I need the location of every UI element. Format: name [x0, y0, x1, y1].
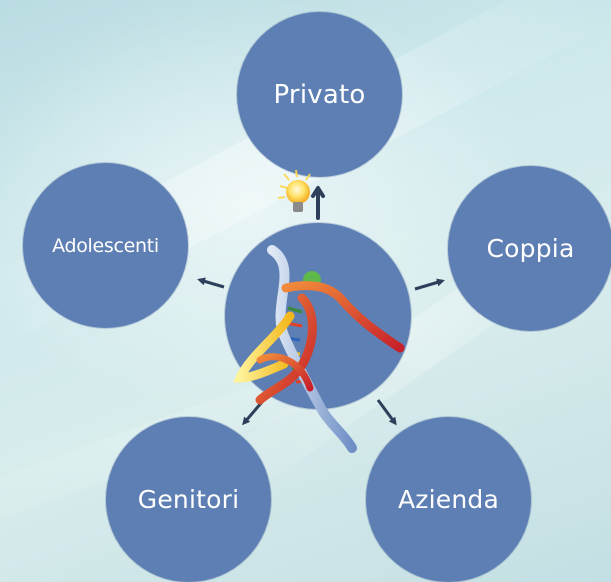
node-adolescenti: Adolescenti — [23, 163, 188, 328]
bulb-rays — [277, 169, 311, 199]
dna-strand-yellow — [233, 311, 295, 383]
bulb-glass — [286, 180, 310, 204]
node-label-coppia: Coppia — [486, 234, 575, 263]
arrow-to-genitori — [242, 401, 264, 426]
lightbulb-icon — [277, 169, 325, 220]
bulb-base — [293, 202, 303, 212]
node-privato: Privato — [237, 12, 402, 177]
dna-strand-red-swoosh — [256, 353, 314, 392]
arrow-to-coppia — [414, 278, 445, 291]
node-label-azienda: Azienda — [398, 485, 499, 514]
arrow-to-azienda — [376, 399, 397, 426]
node-coppia: Coppia — [448, 166, 611, 331]
node-label-genitori: Genitori — [137, 485, 240, 514]
node-label-adolescenti: Adolescenti — [52, 234, 159, 257]
up-arrow-icon — [311, 186, 325, 220]
node-label-privato: Privato — [273, 79, 366, 110]
dna-figure-icon — [233, 245, 405, 453]
dna-strand-red-arm — [281, 281, 405, 353]
arrow-to-adolescenti — [197, 277, 225, 289]
